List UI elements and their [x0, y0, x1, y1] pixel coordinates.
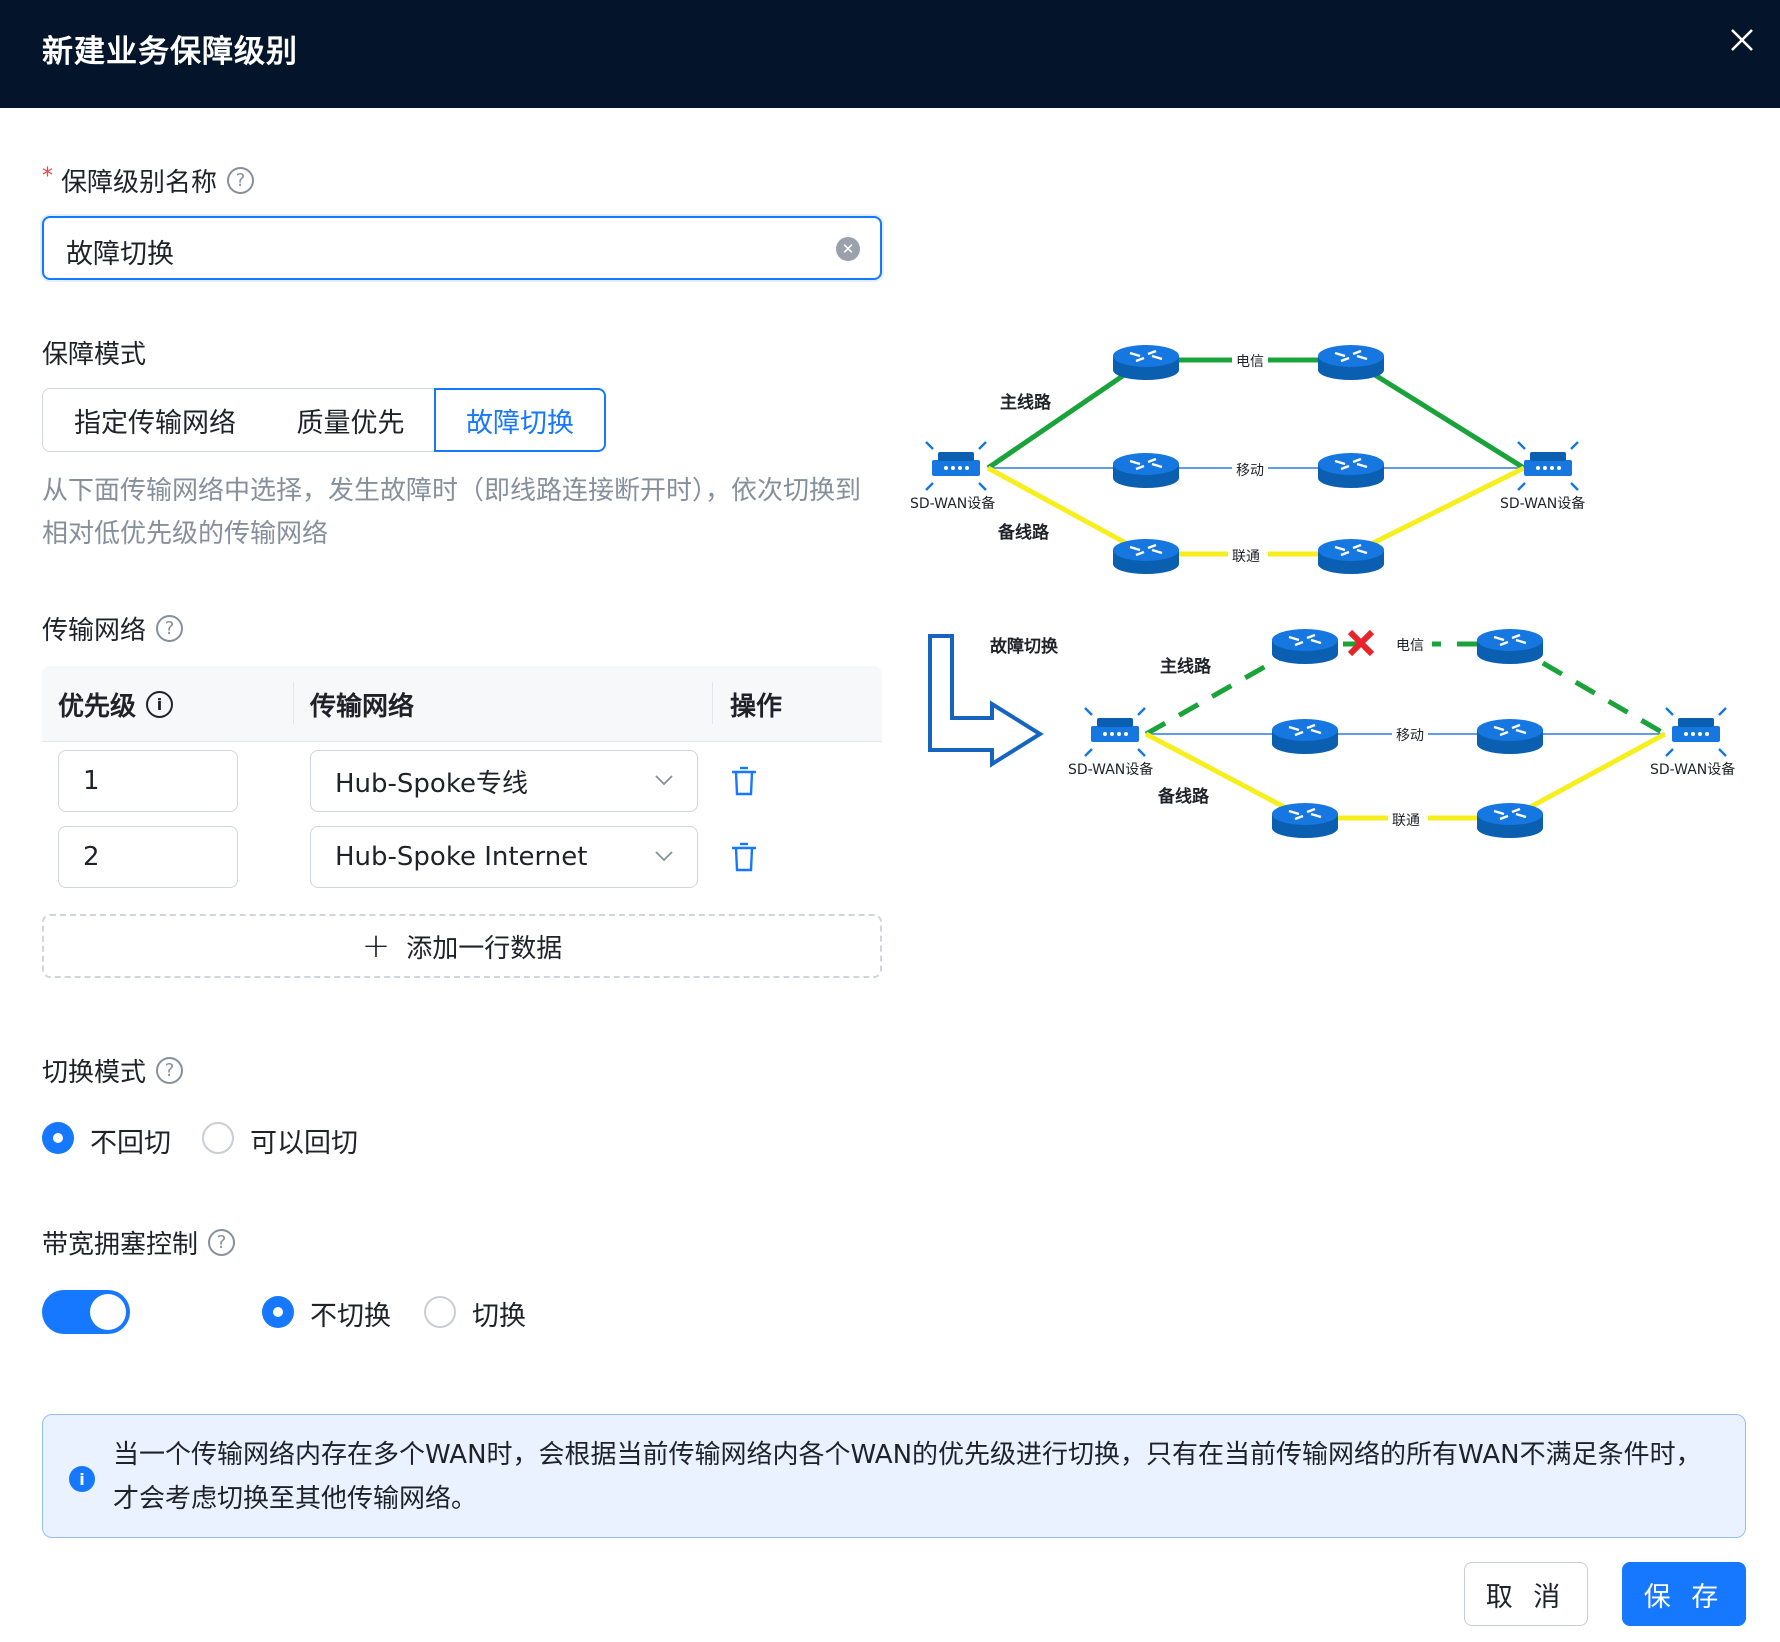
column-network: 传输网络	[310, 692, 415, 722]
carrier-label: 联通	[1392, 813, 1420, 829]
bandwidth-label: 带宽拥塞控制 ?	[42, 1224, 236, 1261]
modal-title: 新建业务保障级别	[42, 34, 298, 70]
add-row-button[interactable]: + 添加一行数据	[42, 914, 882, 978]
device-label: SD-WAN设备	[910, 495, 995, 512]
main-line-label: 主线路	[1000, 392, 1052, 413]
radio-no-switch[interactable]	[262, 1296, 294, 1328]
priority-input[interactable]: 1	[58, 750, 238, 812]
help-icon[interactable]: ?	[156, 1057, 184, 1084]
save-button[interactable]: 保 存	[1622, 1562, 1746, 1626]
carrier-label: 移动	[1236, 463, 1264, 479]
radio-switch[interactable]	[424, 1296, 456, 1328]
carrier-label: 联通	[1232, 549, 1260, 565]
name-input[interactable]: 故障切换 ✕	[42, 216, 882, 280]
radio-no-revert[interactable]	[42, 1122, 74, 1154]
failover-topology: 电信 移动 联通 主线路 备线路 SD-WAN设备 SD-WAN设备	[1068, 627, 1735, 840]
help-icon[interactable]: ?	[227, 167, 255, 194]
column-divider	[712, 682, 713, 724]
backup-line-label: 备线路	[1157, 786, 1210, 807]
mode-option-failover[interactable]: 故障切换	[434, 388, 606, 452]
help-icon[interactable]: ?	[156, 615, 184, 642]
chevron-down-icon	[655, 851, 673, 862]
toggle-knob	[90, 1294, 126, 1330]
carrier-label: 电信	[1236, 354, 1264, 370]
device-label: SD-WAN设备	[1650, 761, 1735, 778]
network-select[interactable]: Hub-Spoke Internet	[310, 826, 698, 888]
normal-topology: 电信 移动 联通 主线路 备线路 SD-WAN设备 SD-WAN设备	[910, 343, 1585, 576]
radio-can-revert-label: 可以回切	[250, 1128, 358, 1159]
backup-line-label: 备线路	[997, 522, 1050, 543]
radio-switch-label: 切换	[472, 1301, 526, 1332]
info-alert: i 当一个传输网络内存在多个WAN时，会根据当前传输网络内各个WAN的优先级进行…	[42, 1414, 1746, 1538]
column-priority: 优先级 i	[58, 686, 174, 723]
failover-label: 故障切换	[990, 636, 1059, 657]
name-input-value: 故障切换	[66, 239, 174, 270]
device-label: SD-WAN设备	[1068, 761, 1153, 778]
radio-can-revert[interactable]	[202, 1122, 234, 1154]
modal-header: 新建业务保障级别	[0, 0, 1780, 108]
info-alert-text: 当一个传输网络内存在多个WAN时，会根据当前传输网络内各个WAN的优先级进行切换…	[113, 1440, 1702, 1514]
network-label: 传输网络 ?	[42, 610, 184, 647]
clear-icon[interactable]: ✕	[836, 237, 860, 261]
switch-mode-label: 切换模式 ?	[42, 1052, 184, 1089]
delete-icon[interactable]	[729, 841, 759, 873]
delete-icon[interactable]	[729, 765, 759, 797]
close-icon[interactable]	[1720, 18, 1764, 62]
network-select-value: Hub-Spoke Internet	[335, 842, 588, 872]
plus-icon: +	[361, 926, 391, 966]
bandwidth-toggle[interactable]	[42, 1290, 130, 1334]
name-field-label: * 保障级别名称 ?	[42, 162, 255, 199]
priority-input[interactable]: 2	[58, 826, 238, 888]
mode-description: 从下面传输网络中选择，发生故障时（即线路连接断开时），依次切换到相对低优先级的传…	[42, 476, 862, 549]
failover-arrow-icon	[928, 634, 1044, 768]
failover-diagram: 电信 移动 联通 主线路 备线路 SD-WAN设备 SD-WAN设备 故障切换 …	[910, 343, 1735, 840]
column-action: 操作	[730, 692, 783, 722]
chevron-down-icon	[655, 775, 673, 786]
network-select-value: Hub-Spoke专线	[335, 768, 528, 799]
main-line-label: 主线路	[1160, 656, 1212, 677]
carrier-label: 电信	[1396, 638, 1424, 654]
column-divider	[293, 682, 294, 724]
required-mark: *	[42, 164, 53, 189]
network-select[interactable]: Hub-Spoke专线	[310, 750, 698, 812]
cancel-button[interactable]: 取 消	[1464, 1562, 1588, 1626]
help-icon[interactable]: ?	[208, 1229, 236, 1256]
broken-link-icon	[1347, 629, 1375, 657]
device-label: SD-WAN设备	[1500, 495, 1585, 512]
mode-option-quality[interactable]: 质量优先	[266, 388, 436, 452]
carrier-label: 移动	[1396, 728, 1424, 744]
mode-option-specified[interactable]: 指定传输网络	[42, 388, 268, 452]
info-icon: i	[69, 1466, 95, 1492]
info-icon[interactable]: i	[146, 691, 174, 718]
mode-label: 保障模式	[42, 340, 147, 370]
network-table-header: 优先级 i 传输网络 操作	[42, 666, 882, 742]
radio-no-switch-label: 不切换	[310, 1301, 391, 1332]
radio-no-revert-label: 不回切	[90, 1128, 171, 1159]
